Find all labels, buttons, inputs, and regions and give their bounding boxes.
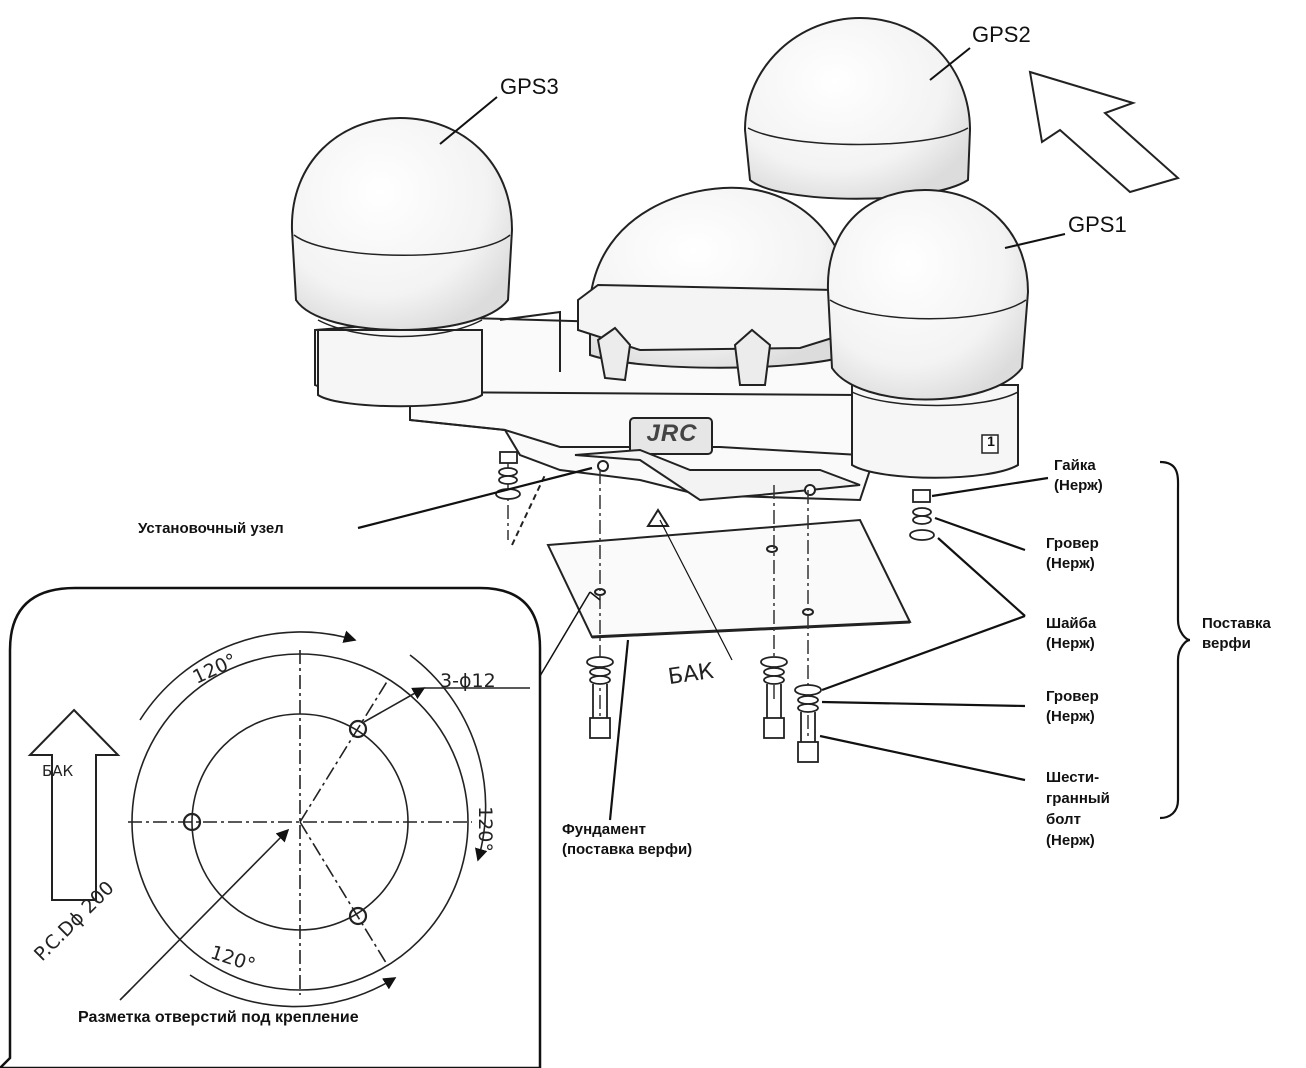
mount-hole-2 <box>348 719 368 739</box>
gps-leader-lines <box>439 47 1066 249</box>
gps2-label: GPS2 <box>972 22 1031 47</box>
gps1-number-badge: 1 <box>987 433 995 449</box>
foundation-plate <box>546 518 912 639</box>
bak-arrow-label: БАК <box>42 762 74 780</box>
gps2-antenna <box>743 16 972 200</box>
nut-label: Гайка (Нерж) <box>1054 457 1103 494</box>
mounting-bracket <box>511 448 861 546</box>
hex-bolt-label: Шести- гранный болт (Нерж) <box>1046 769 1110 849</box>
jrc-logo <box>629 417 713 455</box>
gps3-label: GPS3 <box>500 74 559 99</box>
holes-spec-label: 3-ϕ12 <box>440 670 496 692</box>
callout-leader-lines <box>357 460 1191 821</box>
gps1-label: GPS1 <box>1068 212 1127 237</box>
hole-layout-title: Разметка отверстий под крепление <box>78 1009 359 1026</box>
hex-bolt-2 <box>760 656 788 739</box>
mount-node-label: Установочный узел <box>138 520 284 537</box>
hex-bolt-3 <box>794 684 822 763</box>
bak-up-arrow <box>27 708 121 901</box>
jrc-logo-text: JRC <box>646 420 698 447</box>
hole-layout-drawing <box>119 630 530 1008</box>
hole-layout-panel <box>0 586 601 1068</box>
washer-label: Шайба (Нерж) <box>1046 615 1097 652</box>
spring-washer-bottom-label: Гровер (Нерж) <box>1046 688 1099 725</box>
mount-hole-1 <box>182 812 202 832</box>
gps3-antenna <box>290 116 514 408</box>
mount-hole-3 <box>348 906 368 926</box>
hardware-stack-right-top <box>909 489 935 541</box>
bow-direction-arrow <box>1028 70 1181 194</box>
angle-right-label: 120° <box>473 806 496 852</box>
shipyard-supply-label: Поставка верфи <box>1202 615 1271 652</box>
foundation-label: Фундамент (поставка верфи) <box>562 821 693 858</box>
gps1-antenna <box>826 188 1030 479</box>
center-radome <box>577 186 859 386</box>
spring-washer-top-label: Гровер (Нерж) <box>1046 535 1099 572</box>
hex-bolt-1 <box>586 656 614 739</box>
